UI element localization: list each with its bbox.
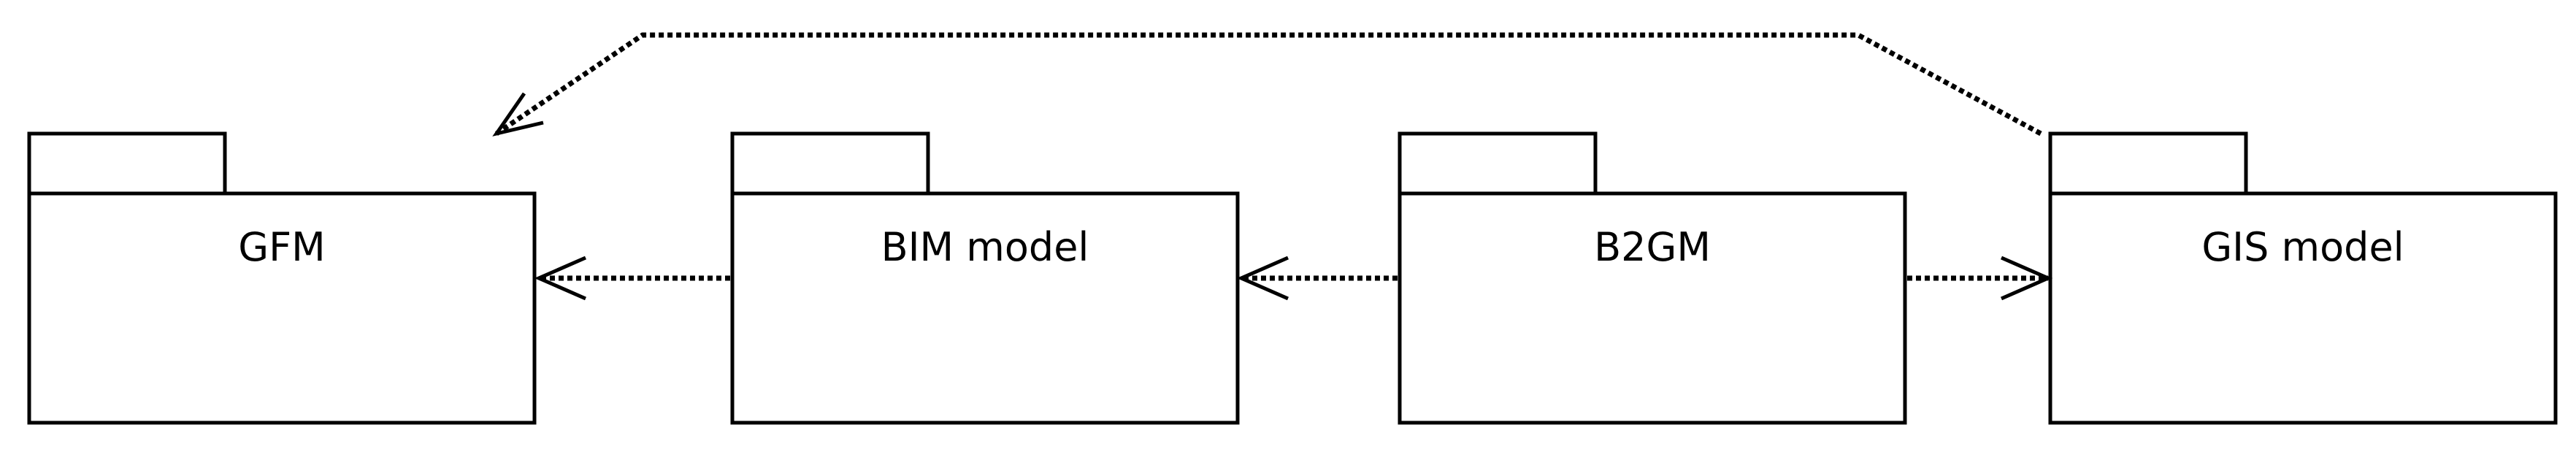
dependency-gis-to-gfm-line <box>495 32 2042 137</box>
package-bim-model[interactable]: BIM model <box>730 131 1240 425</box>
package-gfm-label: GFM <box>238 224 326 270</box>
package-b2gm[interactable]: B2GM <box>1398 131 1907 425</box>
package-b2gm-tab <box>1398 131 1598 196</box>
dependency-bim-to-gfm-arrowhead <box>534 256 587 301</box>
dependency-gis-to-gfm-arrowhead <box>492 92 544 137</box>
package-gfm[interactable]: GFM <box>27 131 537 425</box>
dependency-gis-to-gfm <box>492 32 2042 137</box>
package-gis-model-label: GIS model <box>2201 224 2404 270</box>
dependency-b2gm-to-bim <box>1236 256 1398 301</box>
package-gis-model[interactable]: GIS model <box>2048 131 2558 425</box>
dependency-bim-to-gfm <box>534 256 730 301</box>
package-bim-model-label: BIM model <box>881 224 1089 270</box>
package-b2gm-body <box>1398 191 1907 425</box>
package-gfm-body <box>27 191 537 425</box>
dependency-b2gm-to-gis-arrowhead <box>2000 256 2053 301</box>
package-gis-model-body <box>2048 191 2558 425</box>
package-gis-model-tab <box>2048 131 2248 196</box>
package-bim-model-body <box>730 191 1240 425</box>
dependency-b2gm-to-bim-arrowhead <box>1236 256 1289 301</box>
dependency-b2gm-to-gis <box>1907 256 2053 301</box>
package-bim-model-tab <box>730 131 930 196</box>
package-gfm-tab <box>27 131 227 196</box>
package-b2gm-label: B2GM <box>1594 224 1711 270</box>
